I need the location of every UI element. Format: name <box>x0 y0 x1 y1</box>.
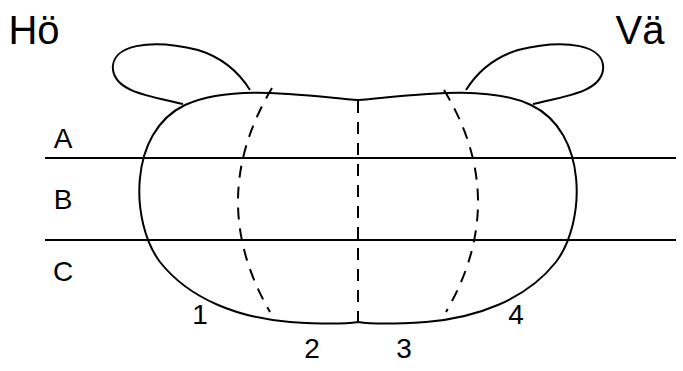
segment-divider <box>357 101 359 322</box>
segment-number: 1 <box>192 301 208 329</box>
side-label: Hö <box>8 10 59 50</box>
level-line <box>45 239 676 241</box>
level-line <box>45 157 676 159</box>
segment-number: 2 <box>304 335 320 363</box>
level-letter: C <box>53 258 73 286</box>
level-letter: B <box>54 186 73 214</box>
segment-divider <box>444 90 478 312</box>
gland-outline <box>139 93 576 324</box>
segment-number: 4 <box>508 301 524 329</box>
segment-number: 3 <box>396 335 412 363</box>
side-label: Vä <box>616 10 665 50</box>
segment-divider <box>238 88 272 312</box>
level-letter: A <box>54 125 73 153</box>
